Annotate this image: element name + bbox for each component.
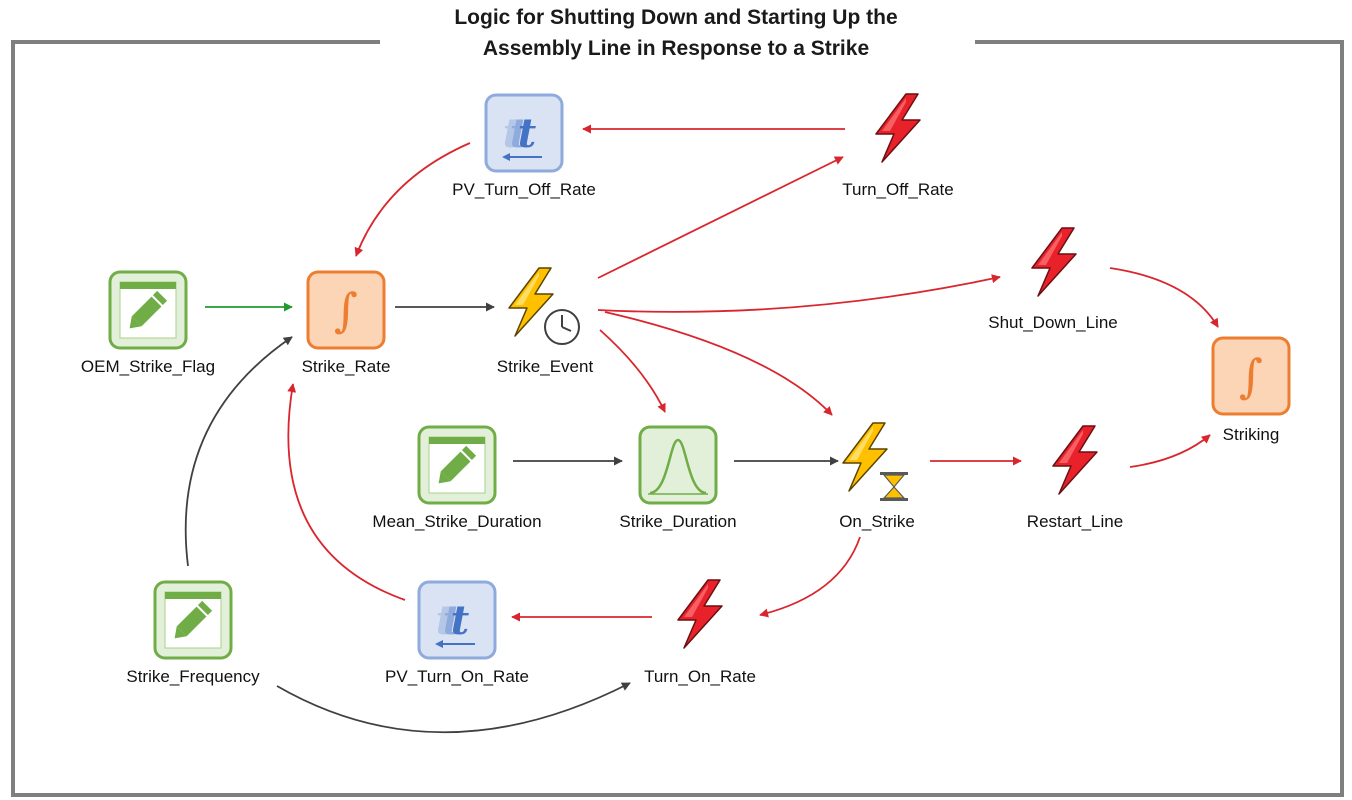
arrow-pvturnon-to-strikerate <box>287 383 406 601</box>
clock-icon <box>544 309 580 345</box>
diagram-title-line-1: Logic for Shutting Down and Starting Up … <box>454 6 898 29</box>
node-striking[interactable]: Striking <box>1211 336 1291 444</box>
node-pv-turn-on-rate[interactable]: PV_Turn_On_Rate <box>385 580 529 686</box>
arrow-pvturnoff-to-strikerate <box>354 142 471 257</box>
action-lightning-icon <box>1052 425 1098 495</box>
node-label: Shut_Down_Line <box>988 313 1117 332</box>
arrow-strikefrequency-to-strikerate <box>184 336 293 567</box>
integral-icon <box>1211 336 1291 416</box>
connectors <box>184 124 1219 734</box>
arrow-strikeevent-to-turnoff <box>597 156 844 279</box>
hourglass-icon <box>880 472 908 501</box>
node-strike-frequency[interactable]: Strike_Frequency <box>126 580 260 686</box>
node-turn-off-rate[interactable]: Turn_Off_Rate <box>842 93 954 199</box>
node-label: Restart_Line <box>1027 512 1123 531</box>
node-label: Strike_Frequency <box>126 667 260 686</box>
node-oem-strike-flag[interactable]: OEM_Strike_Flag <box>81 270 215 376</box>
arrow-onstrike-to-turnon <box>759 536 861 618</box>
node-label: Turn_On_Rate <box>644 667 756 686</box>
node-on-strike[interactable]: On_Strike <box>839 422 915 531</box>
previous-value-icon <box>417 580 497 660</box>
data-pencil-icon <box>153 580 233 660</box>
arrow-strikeevent-to-shutdown <box>597 274 1001 313</box>
integral-icon <box>306 270 386 350</box>
node-label: Strike_Duration <box>619 512 736 531</box>
node-strike-event[interactable]: Strike_Event <box>497 267 594 376</box>
triggered-delay-icon <box>842 422 888 492</box>
arrow-restart-to-striking <box>1129 434 1211 468</box>
data-pencil-icon <box>108 270 188 350</box>
node-mean-strike-duration[interactable]: Mean_Strike_Duration <box>372 425 542 531</box>
arrow-strikefrequency-to-turnon <box>276 682 631 734</box>
node-label: PV_Turn_Off_Rate <box>452 180 596 199</box>
node-label: Strike_Event <box>497 357 594 376</box>
diagram-frame <box>11 40 1344 797</box>
node-pv-turn-off-rate[interactable]: PV_Turn_Off_Rate <box>452 93 596 199</box>
node-label: Strike_Rate <box>302 357 391 376</box>
arrow-strikeevent-to-strikeduration <box>599 329 666 413</box>
arrow-strikeevent-to-onstrike <box>604 311 833 416</box>
node-label: PV_Turn_On_Rate <box>385 667 529 686</box>
node-label: Mean_Strike_Duration <box>372 512 541 531</box>
distribution-icon <box>638 425 718 505</box>
node-label: On_Strike <box>839 512 915 531</box>
node-shut-down-line[interactable]: Shut_Down_Line <box>988 227 1118 332</box>
action-lightning-icon <box>875 93 921 163</box>
node-restart-line[interactable]: Restart_Line <box>1027 425 1123 531</box>
node-label: Turn_Off_Rate <box>842 180 954 199</box>
previous-value-icon <box>484 93 564 173</box>
node-turn-on-rate[interactable]: Turn_On_Rate <box>644 579 756 686</box>
node-label: Striking <box>1223 425 1280 444</box>
node-label: OEM_Strike_Flag <box>81 357 215 376</box>
node-strike-duration[interactable]: Strike_Duration <box>619 425 737 531</box>
diagram-title-line-2: Assembly Line in Response to a Strike <box>482 37 870 60</box>
arrow-shutdown-to-striking <box>1109 267 1219 328</box>
action-lightning-icon <box>1031 227 1077 297</box>
data-pencil-icon <box>417 425 497 505</box>
node-strike-rate[interactable]: Strike_Rate <box>302 270 391 376</box>
action-lightning-icon <box>677 579 723 649</box>
